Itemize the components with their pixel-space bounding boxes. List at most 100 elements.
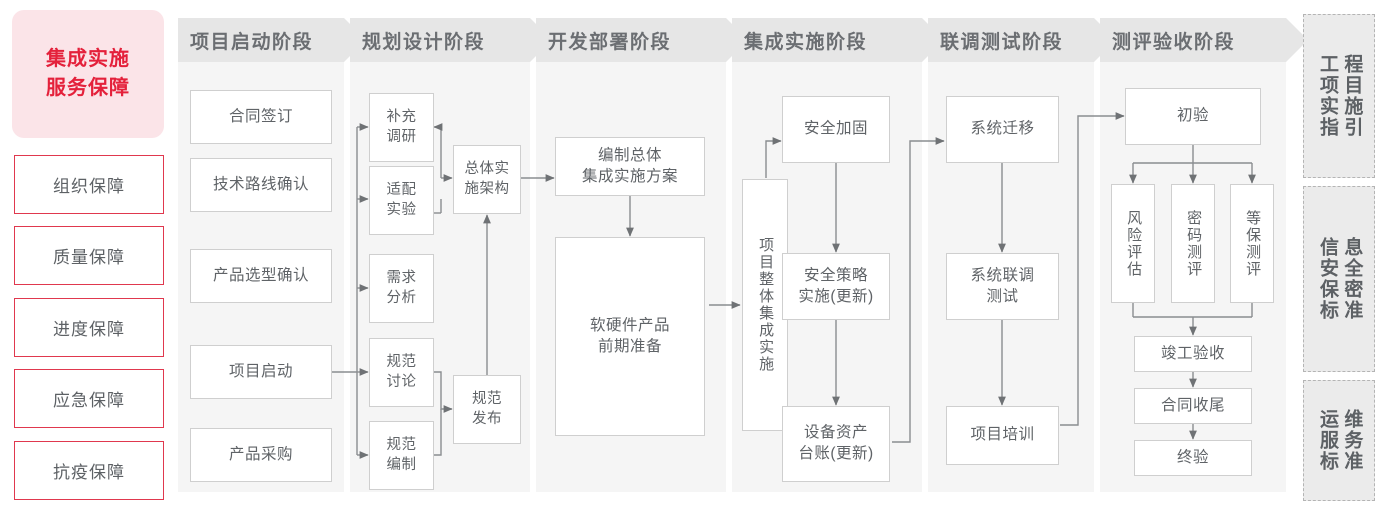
node-project-training[interactable]: 项目培训 bbox=[946, 406, 1059, 465]
standard-label: 程目施引 工项实指 bbox=[1315, 54, 1364, 138]
node-project-kickoff[interactable]: 项目启动 bbox=[190, 345, 332, 399]
node-label: 技术路线确认 bbox=[212, 175, 309, 193]
chevron-right-icon bbox=[1286, 18, 1308, 62]
node-label-line1: 需求 bbox=[386, 269, 417, 286]
node-supplementary-research[interactable]: 补充 调研 bbox=[369, 93, 434, 162]
node-label-line1: 规范 bbox=[386, 353, 417, 370]
node-label: 风险评估 bbox=[1125, 209, 1143, 278]
node-cryptography-evaluation[interactable]: 密码测评 bbox=[1171, 184, 1215, 303]
node-label-line1: 设备资产 bbox=[803, 424, 868, 442]
node-completion-acceptance[interactable]: 竣工验收 bbox=[1134, 336, 1252, 372]
node-requirement-analysis[interactable]: 需求 分析 bbox=[369, 254, 434, 323]
rail-item-organization[interactable]: 组织保障 bbox=[14, 155, 164, 214]
node-label-line1: 规范 bbox=[472, 390, 502, 407]
node-label: 竣工验收 bbox=[1160, 344, 1225, 362]
node-final-acceptance[interactable]: 终验 bbox=[1134, 440, 1252, 476]
node-label-line1: 规范 bbox=[386, 436, 417, 453]
node-label-line2: 前期准备 bbox=[597, 337, 662, 355]
phase-header-acceptance[interactable]: 测评验收阶段 bbox=[1100, 18, 1308, 62]
phase-header-label: 测评验收阶段 bbox=[1112, 31, 1236, 53]
node-preliminary-acceptance[interactable]: 初验 bbox=[1125, 88, 1261, 145]
node-label: 合同收尾 bbox=[1160, 396, 1225, 414]
node-label-line2: 讨论 bbox=[386, 373, 417, 390]
phase-header-jointtest[interactable]: 联调测试阶段 bbox=[928, 18, 1116, 62]
node-label-line1: 软硬件产品 bbox=[589, 316, 670, 334]
node-label: 项目启动 bbox=[228, 362, 293, 380]
phase-header-label: 项目启动阶段 bbox=[190, 31, 314, 53]
node-label-line2: 实施(更新) bbox=[798, 287, 874, 305]
node-label: 产品采购 bbox=[228, 445, 293, 463]
node-label: 安全加固 bbox=[803, 120, 868, 138]
node-label: 等保测评 bbox=[1244, 209, 1262, 278]
left-rail-title: 集成实施 服务保障 bbox=[12, 10, 164, 138]
standard-label-col-right: 息全密准 bbox=[1341, 237, 1363, 321]
phase-header-label: 规划设计阶段 bbox=[362, 31, 486, 53]
node-equipment-asset-ledger[interactable]: 设备资产 台账(更新) bbox=[782, 406, 890, 482]
standard-label-col-left: 信安保标 bbox=[1317, 237, 1338, 321]
rail-item-label: 组织保障 bbox=[53, 177, 125, 196]
standard-label: 息全密准 信安保标 bbox=[1315, 237, 1364, 321]
node-label-line2: 测试 bbox=[986, 287, 1019, 305]
standard-label-col-right: 维务准 bbox=[1341, 409, 1363, 472]
node-label-line2: 编制 bbox=[386, 456, 417, 473]
node-contract-signing[interactable]: 合同签订 bbox=[190, 90, 332, 144]
node-label: 初验 bbox=[1176, 107, 1209, 125]
node-overall-project-integration[interactable]: 项目整体集成实施 bbox=[742, 179, 788, 431]
node-product-procurement[interactable]: 产品采购 bbox=[190, 428, 332, 482]
node-risk-assessment[interactable]: 风险评估 bbox=[1111, 184, 1155, 303]
rail-item-epidemic[interactable]: 抗疫保障 bbox=[14, 441, 164, 500]
node-label-line2: 发布 bbox=[472, 410, 502, 427]
node-label-line2: 台账(更新) bbox=[798, 445, 874, 462]
node-spec-release[interactable]: 规范 发布 bbox=[453, 375, 521, 444]
node-label-line1: 总体实 bbox=[464, 160, 510, 177]
node-label-line1: 安全策略 bbox=[803, 266, 868, 284]
node-label-line1: 编制总体 bbox=[597, 146, 662, 164]
left-rail-title-line2: 服务保障 bbox=[46, 77, 130, 99]
phase-header-planning[interactable]: 规划设计阶段 bbox=[350, 18, 552, 62]
node-contract-closure[interactable]: 合同收尾 bbox=[1134, 388, 1252, 424]
node-hardware-software-preparation[interactable]: 软硬件产品 前期准备 bbox=[555, 237, 705, 436]
node-overall-implementation-architecture[interactable]: 总体实 施架构 bbox=[453, 145, 521, 214]
rail-item-emergency[interactable]: 应急保障 bbox=[14, 369, 164, 428]
node-label-line1: 补充 bbox=[386, 108, 417, 125]
node-adaptation-experiment[interactable]: 适配 实验 bbox=[369, 166, 434, 235]
phase-header-integration[interactable]: 集成实施阶段 bbox=[732, 18, 944, 62]
phase-header-label: 联调测试阶段 bbox=[940, 31, 1064, 53]
node-classified-protection-evaluation[interactable]: 等保测评 bbox=[1230, 184, 1274, 303]
node-label-line2: 调研 bbox=[386, 128, 417, 145]
node-label: 产品选型确认 bbox=[212, 266, 309, 284]
phase-header-label: 开发部署阶段 bbox=[548, 31, 672, 53]
standard-label-col-right: 程目施引 bbox=[1341, 54, 1363, 138]
node-spec-drafting[interactable]: 规范 编制 bbox=[369, 421, 434, 490]
node-label: 项目整体集成实施 bbox=[757, 237, 775, 373]
standard-label-col-left: 运服标 bbox=[1317, 409, 1338, 472]
node-system-joint-test[interactable]: 系统联调 测试 bbox=[946, 253, 1059, 320]
left-rail-title-line1: 集成实施 bbox=[46, 48, 130, 70]
node-label-line2: 集成实施方案 bbox=[581, 167, 678, 185]
node-label: 终验 bbox=[1176, 448, 1209, 466]
node-security-hardening[interactable]: 安全加固 bbox=[782, 96, 890, 163]
node-product-selection-confirm[interactable]: 产品选型确认 bbox=[190, 249, 332, 303]
node-label: 系统迁移 bbox=[970, 120, 1035, 138]
node-label-line1: 系统联调 bbox=[970, 266, 1035, 284]
standard-information-security[interactable]: 息全密准 信安保标 bbox=[1303, 186, 1375, 372]
phase-header-development[interactable]: 开发部署阶段 bbox=[536, 18, 748, 62]
standard-ops-service[interactable]: 维务准 运服标 bbox=[1303, 380, 1375, 501]
rail-item-schedule[interactable]: 进度保障 bbox=[14, 298, 164, 357]
node-label-line2: 分析 bbox=[386, 289, 417, 306]
rail-item-label: 应急保障 bbox=[53, 391, 125, 410]
node-spec-discussion[interactable]: 规范 讨论 bbox=[369, 338, 434, 407]
node-system-migration[interactable]: 系统迁移 bbox=[946, 96, 1059, 163]
node-label-line2: 实验 bbox=[386, 201, 417, 218]
node-tech-route-confirm[interactable]: 技术路线确认 bbox=[190, 158, 332, 212]
rail-item-quality[interactable]: 质量保障 bbox=[14, 226, 164, 285]
standard-label: 维务准 运服标 bbox=[1315, 409, 1364, 472]
phase-header-initiation[interactable]: 项目启动阶段 bbox=[178, 18, 366, 62]
node-label-line1: 适配 bbox=[386, 181, 417, 198]
node-label: 项目培训 bbox=[970, 426, 1035, 444]
standard-engineering-guideline[interactable]: 程目施引 工项实指 bbox=[1303, 14, 1375, 178]
node-overall-integration-plan[interactable]: 编制总体 集成实施方案 bbox=[555, 137, 705, 196]
node-security-policy-implementation[interactable]: 安全策略 实施(更新) bbox=[782, 253, 890, 320]
node-label-line2: 施架构 bbox=[464, 180, 510, 197]
